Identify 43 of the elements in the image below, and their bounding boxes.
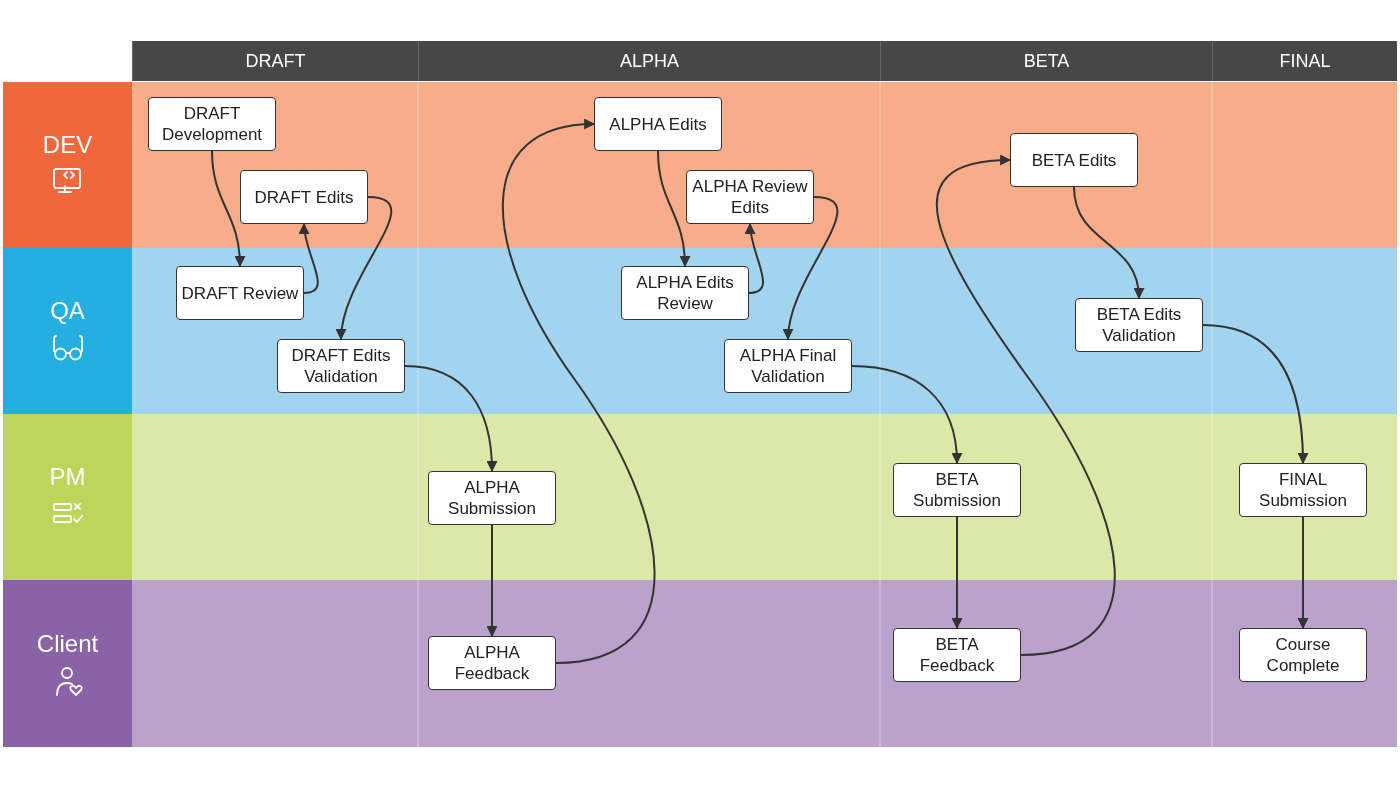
process-box: ALPHA Review Edits xyxy=(686,170,814,224)
process-box: BETA Submission xyxy=(893,463,1021,517)
arrow xyxy=(486,524,498,638)
lane-title: QA xyxy=(50,297,85,325)
swimlane xyxy=(3,414,1397,580)
swimlane xyxy=(3,580,1397,747)
process-box: DRAFT Development xyxy=(148,97,276,151)
lane-title: Client xyxy=(36,629,99,658)
arrow xyxy=(336,196,393,341)
process-box: ALPHA Edits xyxy=(594,97,722,151)
arrow xyxy=(851,365,962,465)
process-box: BETA Feedback xyxy=(893,628,1021,682)
arrow xyxy=(501,119,656,664)
lane-title: PM xyxy=(49,463,86,491)
arrow xyxy=(1297,516,1309,630)
lane-title: DEV xyxy=(42,131,93,159)
process-box: ALPHA Edits Review xyxy=(621,266,749,320)
process-box: DRAFT Review xyxy=(176,266,304,320)
process-box: BETA Edits xyxy=(1010,133,1138,187)
arrow xyxy=(745,222,765,294)
process-box: ALPHA Final Validation xyxy=(724,339,852,393)
process-box: DRAFT Edits Validation xyxy=(277,339,405,393)
swimlane xyxy=(3,248,1397,414)
arrow xyxy=(657,150,691,268)
column-header: DRAFT xyxy=(132,41,418,81)
process-box: ALPHA Feedback xyxy=(428,636,556,690)
process-box: Course Complete xyxy=(1239,628,1367,682)
arrow xyxy=(1202,324,1309,465)
arrow xyxy=(1073,186,1144,300)
column-header: FINAL xyxy=(1212,41,1397,81)
arrow xyxy=(404,365,498,473)
process-box: ALPHA Submission xyxy=(428,471,556,525)
column-header: ALPHA xyxy=(418,41,880,81)
arrow xyxy=(935,155,1116,656)
process-box: DRAFT Edits xyxy=(240,170,368,224)
column-header: BETA xyxy=(880,41,1212,81)
arrow xyxy=(211,150,246,268)
arrow xyxy=(951,516,963,630)
process-box: FINAL Submission xyxy=(1239,463,1367,517)
arrow xyxy=(783,196,839,341)
arrow xyxy=(299,222,319,294)
process-box: BETA Edits Validation xyxy=(1075,298,1203,352)
swimlane xyxy=(3,82,1397,248)
